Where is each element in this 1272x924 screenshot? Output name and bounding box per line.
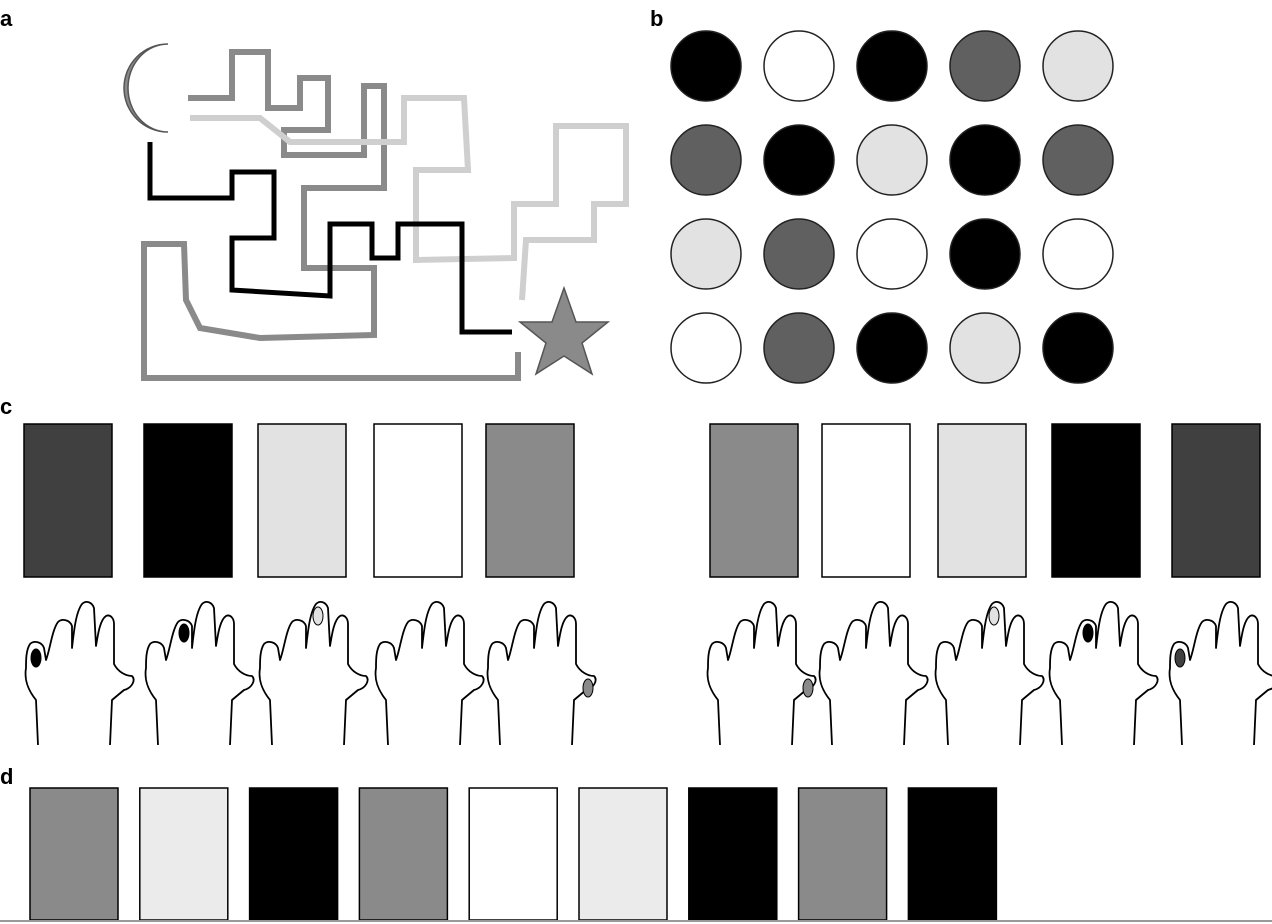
circle-r1-c4 bbox=[1043, 125, 1113, 195]
finger-marker bbox=[1175, 649, 1185, 667]
d-rect-3 bbox=[359, 788, 447, 920]
hand-outline-icon bbox=[707, 602, 815, 745]
d-rect-5 bbox=[579, 788, 667, 920]
panel-c-sequence bbox=[24, 424, 1272, 745]
c-right-rect-4 bbox=[1172, 424, 1260, 577]
circle-r2-c2 bbox=[857, 219, 927, 289]
c-left-hand-icon-0 bbox=[25, 602, 133, 745]
circle-r2-c1 bbox=[764, 219, 834, 289]
hand-outline-icon bbox=[487, 602, 595, 745]
finger-marker bbox=[583, 679, 593, 697]
circle-r1-c3 bbox=[950, 125, 1020, 195]
circle-r0-c1 bbox=[764, 31, 834, 101]
star-icon bbox=[520, 288, 608, 374]
c-left-rect-4 bbox=[486, 424, 574, 577]
c-right-rect-1 bbox=[822, 424, 910, 577]
c-right-hand-icon-4 bbox=[1169, 602, 1272, 745]
c-left-rect-3 bbox=[374, 424, 462, 577]
hand-outline-icon bbox=[259, 602, 367, 745]
c-left-hand-icon-4 bbox=[487, 602, 595, 745]
c-right-rect-0 bbox=[710, 424, 798, 577]
circle-r0-c4 bbox=[1043, 31, 1113, 101]
hand-outline-icon bbox=[25, 602, 133, 745]
d-rect-4 bbox=[469, 788, 557, 920]
c-left-rect-2 bbox=[258, 424, 346, 577]
hand-outline-icon bbox=[1169, 602, 1272, 745]
circle-r0-c2 bbox=[857, 31, 927, 101]
c-left-hand-icon-1 bbox=[145, 602, 253, 745]
d-rect-7 bbox=[799, 788, 887, 920]
d-rect-2 bbox=[250, 788, 338, 920]
finger-marker bbox=[31, 649, 41, 667]
finger-marker bbox=[179, 624, 189, 642]
c-left-hand-icon-2 bbox=[259, 602, 367, 745]
d-rect-8 bbox=[908, 788, 996, 920]
c-right-hand-icon-2 bbox=[935, 602, 1043, 745]
hand-outline-icon bbox=[819, 602, 927, 745]
circle-r3-c3 bbox=[950, 313, 1020, 383]
circle-r2-c4 bbox=[1043, 219, 1113, 289]
c-right-hand-icon-3 bbox=[1049, 602, 1157, 745]
d-rect-0 bbox=[30, 788, 118, 920]
circle-r3-c0 bbox=[671, 313, 741, 383]
d-rect-1 bbox=[140, 788, 228, 920]
c-right-hand-icon-1 bbox=[819, 602, 927, 745]
circle-r0-c0 bbox=[671, 31, 741, 101]
finger-marker bbox=[1083, 624, 1093, 642]
hand-outline-icon bbox=[935, 602, 1043, 745]
c-right-hand-icon-0 bbox=[707, 602, 815, 745]
circle-r2-c3 bbox=[950, 219, 1020, 289]
panel-b-circles bbox=[671, 31, 1113, 383]
moon-icon bbox=[124, 44, 168, 132]
finger-marker bbox=[313, 607, 323, 625]
hand-outline-icon bbox=[145, 602, 253, 745]
panel-d-sequence bbox=[30, 788, 996, 920]
panel-a-maze bbox=[124, 44, 626, 378]
circle-r1-c0 bbox=[671, 125, 741, 195]
c-left-rect-1 bbox=[144, 424, 232, 577]
c-right-rect-3 bbox=[1052, 424, 1140, 577]
circle-r2-c0 bbox=[671, 219, 741, 289]
c-left-rect-0 bbox=[24, 424, 112, 577]
circle-r1-c1 bbox=[764, 125, 834, 195]
circle-r0-c3 bbox=[950, 31, 1020, 101]
hand-outline-icon bbox=[375, 602, 483, 745]
circle-r3-c4 bbox=[1043, 313, 1113, 383]
c-right-rect-2 bbox=[938, 424, 1026, 577]
d-rect-6 bbox=[689, 788, 777, 920]
circle-r3-c2 bbox=[857, 313, 927, 383]
c-left-hand-icon-3 bbox=[375, 602, 483, 745]
circle-r1-c2 bbox=[857, 125, 927, 195]
circle-r3-c1 bbox=[764, 313, 834, 383]
hand-outline-icon bbox=[1049, 602, 1157, 745]
finger-marker bbox=[803, 679, 813, 697]
finger-marker bbox=[989, 607, 999, 625]
maze-path-light bbox=[190, 98, 626, 300]
